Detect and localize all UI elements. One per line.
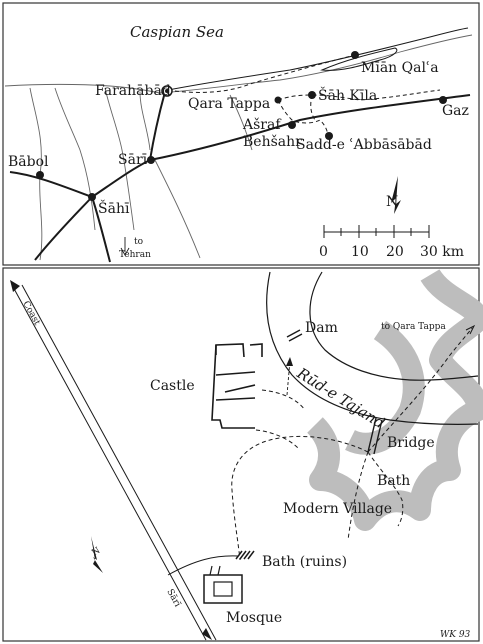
town-babol (36, 171, 44, 179)
mosque-road (167, 555, 239, 576)
label-sah-kila: Šāh Kīla (318, 86, 377, 104)
label-river: Rūd-e Tajand (293, 364, 388, 433)
coast-road (10, 280, 217, 641)
label-north: N (386, 194, 398, 210)
scale-bar (323, 225, 430, 238)
scale-tick-0: 0 (319, 244, 328, 260)
scale-tick-20: 20 (386, 244, 404, 260)
label-to: to (134, 237, 143, 247)
regional-map-frame (2, 2, 480, 266)
river-3 (104, 87, 135, 231)
label-bath: Bath (377, 473, 410, 489)
town-farahabad-dot (165, 89, 169, 93)
label-sadd-abbasabad: Sadd-e ʿAbbāsābād (296, 137, 432, 153)
peninsula-outline (167, 27, 469, 91)
town-sahi (88, 193, 96, 201)
track-to-qara-tappa (367, 327, 473, 453)
site-plan: Coast Sārī Dam Rūd-e Tajand Bridge to Qa… (2, 267, 483, 642)
label-mian-qala: Mīān Qalʿa (361, 60, 439, 76)
road-shahi-south (91, 196, 111, 263)
town-qara-tappa (274, 96, 282, 104)
label-gaz: Gaz (442, 103, 469, 119)
village-track-west (231, 435, 369, 561)
label-caspian-sea: Caspian Sea (130, 23, 224, 41)
river-2 (54, 87, 96, 231)
label-farahabad: Farahābād (95, 83, 171, 99)
label-dam: Dam (305, 320, 338, 336)
label-qara-tappa: Qara Tappa (188, 96, 270, 112)
label-bridge: Bridge (387, 435, 435, 451)
scale-tick-10: 10 (351, 244, 369, 260)
river-flow-arrow (286, 357, 293, 396)
road-farahabad-sari (149, 91, 166, 161)
label-castle: Castle (150, 378, 195, 394)
castle-walls (211, 343, 263, 429)
dam-mark (286, 329, 303, 342)
town-asraf (288, 121, 296, 129)
track-3 (277, 99, 329, 139)
label-sahi: Šāhī (98, 199, 130, 217)
town-sadd (325, 132, 333, 140)
label-behsahr: Behšahr (243, 133, 302, 150)
river-6 (229, 94, 253, 151)
castle-track (255, 389, 306, 449)
track-1 (167, 54, 356, 93)
bath-ruins-mark (235, 550, 255, 560)
label-coast: Coast (20, 300, 41, 328)
road-coastal (9, 94, 471, 199)
bridge-mark (367, 417, 383, 455)
town-gaz (439, 96, 447, 104)
site-plan-frame (2, 267, 480, 642)
label-to-qara-tappa: to Qara Tappa (381, 322, 446, 332)
town-mian-qala (351, 51, 359, 59)
scale-tick-30km: 30 km (420, 244, 464, 260)
label-babol: Bābol (8, 154, 49, 170)
arrow-to-tehran (120, 237, 130, 256)
label-asraf: Ašraf (242, 116, 282, 133)
label-mosque: Mosque (226, 610, 282, 626)
label-sari: Sārī (118, 152, 148, 168)
regional-map: Caspian Sea Mīān Qalʿa Farahābād Qara Ta… (2, 2, 480, 266)
north-arrow-bottom-icon (91, 536, 103, 573)
label-modern-village: Modern Village (283, 501, 392, 517)
label-tehran: Tehran (119, 250, 151, 260)
coastline (4, 34, 473, 94)
label-bath-ruins: Bath (ruins) (262, 554, 347, 570)
town-sari (147, 156, 155, 164)
river-4 (139, 91, 151, 151)
river-bank-south (309, 271, 479, 381)
village-track-center (347, 451, 369, 541)
village-track-east (367, 451, 404, 527)
north-arrow-icon (391, 176, 401, 214)
town-sah-kila (308, 91, 316, 99)
river-bank-north (266, 271, 479, 425)
signature: WK 93 (440, 630, 471, 640)
mosque-plan (203, 565, 243, 604)
arrow-to-qara-tappa (465, 324, 476, 335)
river-5 (154, 159, 201, 259)
road-shahi-west (34, 196, 93, 261)
label-north-bottom: N (90, 546, 102, 559)
